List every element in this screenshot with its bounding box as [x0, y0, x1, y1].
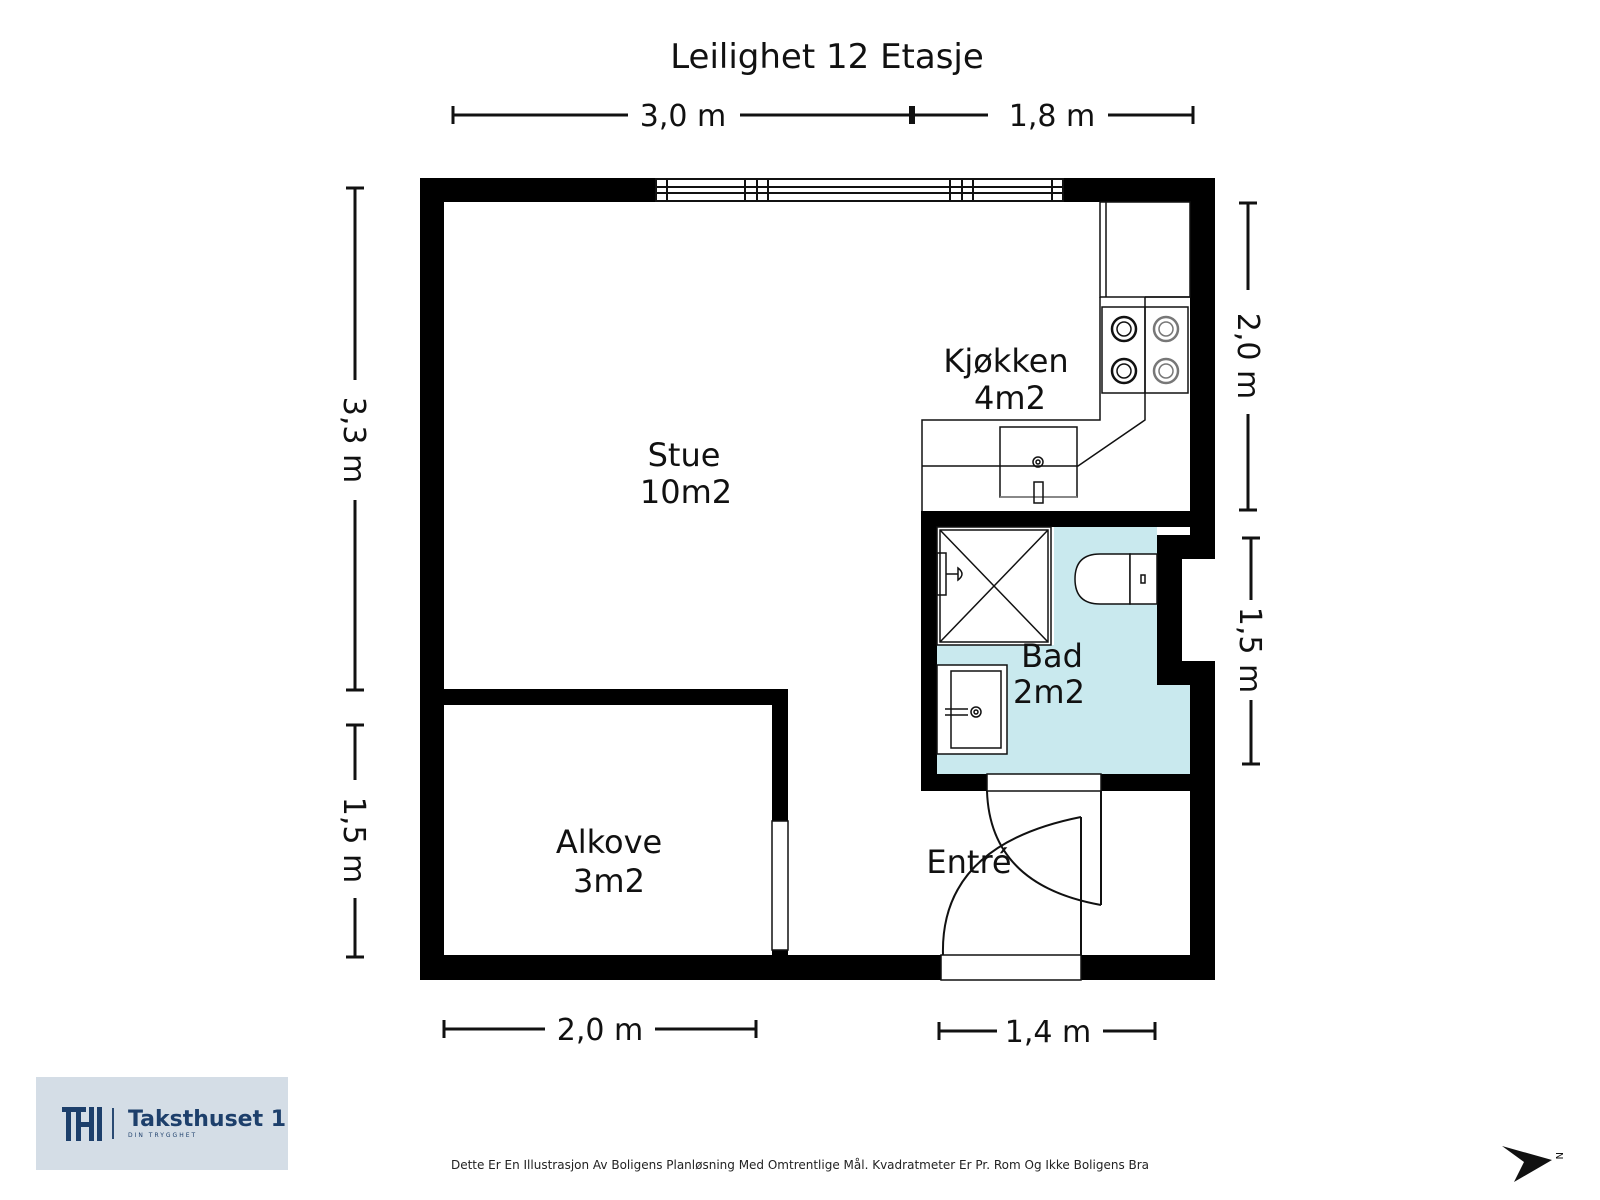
dim-left-lower: 1,5 m [336, 797, 371, 883]
company-logo: Taksthuset 1 DIN TRYGGHET [36, 1077, 288, 1170]
window-top [655, 178, 1064, 202]
dim-top-left: 3,0 m [640, 99, 726, 134]
logo-name: Taksthuset 1 [128, 1107, 287, 1132]
disclaimer-text: Dette Er En Illustrasjon Av Boligens Pla… [450, 1158, 1150, 1172]
plan-title: Leilighet 12 Etasje [670, 37, 984, 77]
logo-tagline: DIN TRYGGHET [128, 1132, 198, 1139]
kitchen-sink [999, 426, 1078, 504]
bath-walls [921, 511, 1190, 791]
room-area-alkove: 3m2 [573, 862, 645, 900]
outer-walls [420, 178, 1215, 980]
dim-right-lower: 1,5 m [1232, 607, 1267, 693]
dim-bottom-right: 1,4 m [1005, 1015, 1091, 1050]
door-swings [941, 790, 1102, 956]
bath-sink [936, 664, 1008, 755]
room-name-stue: Stue [648, 436, 721, 474]
room-area-bad: 2m2 [1013, 673, 1085, 711]
dimension-top [451, 106, 1195, 124]
entrance-door-opening [940, 954, 1082, 981]
room-name-entre: Entré [926, 843, 1011, 881]
compass-label: N [1553, 1152, 1564, 1159]
dimension-right [1239, 201, 1260, 766]
bath-door-opening [986, 773, 1102, 792]
logo-mark-icon [62, 1106, 102, 1141]
north-arrow-icon: N [1500, 1140, 1570, 1194]
dim-left-upper: 3,3 m [336, 397, 371, 483]
dimension-bottom [442, 1020, 1157, 1040]
stove [1101, 306, 1189, 394]
dimension-left [346, 186, 364, 959]
room-area-kjokken: 4m2 [974, 379, 1046, 417]
toilet [1074, 553, 1158, 605]
room-name-kjokken: Kjøkken [943, 342, 1068, 380]
dim-right-upper: 2,0 m [1230, 313, 1265, 399]
alkove-walls [444, 689, 788, 960]
shower [936, 526, 1052, 646]
dim-bottom-left: 2,0 m [557, 1013, 643, 1048]
room-name-bad: Bad [1021, 637, 1083, 675]
dim-top-right: 1,8 m [1009, 99, 1095, 134]
room-area-stue: 10m2 [640, 473, 732, 511]
room-name-alkove: Alkove [556, 823, 662, 861]
alkove-opening [771, 820, 789, 951]
